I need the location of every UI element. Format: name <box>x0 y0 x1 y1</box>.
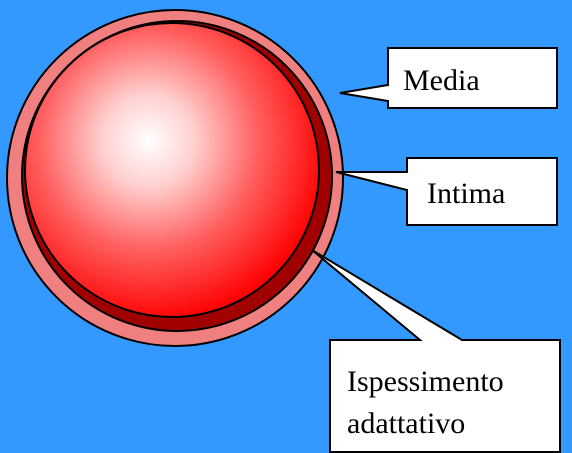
thickening-label-line2: adattativo <box>347 407 465 440</box>
callout-intima: Intima <box>336 158 557 225</box>
vessel-lumen <box>25 23 319 317</box>
thickening-label-line1: Ispessimento <box>347 365 504 398</box>
media-label: Media <box>403 64 480 97</box>
callout-media: Media <box>340 48 557 108</box>
intima-label: Intima <box>427 177 505 210</box>
callout-adaptive-thickening: Ispessimento adattativo <box>312 250 560 452</box>
